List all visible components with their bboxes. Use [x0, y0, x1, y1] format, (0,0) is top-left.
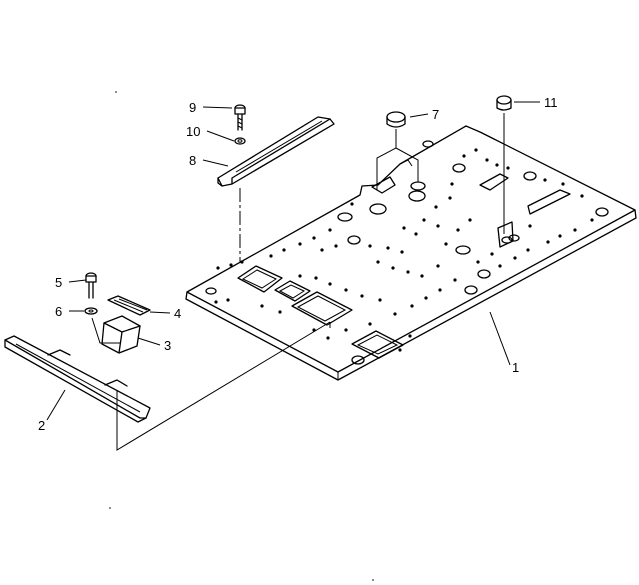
callout-labels: 1 2 3 4 5 6 7 8 9 10 11	[38, 95, 558, 433]
leader-lines	[46, 101, 540, 421]
upper-bracket	[217, 116, 335, 187]
cutout-front	[351, 330, 404, 359]
floor-plate	[185, 125, 637, 381]
upper-bolt	[234, 104, 246, 131]
callout-4: 4	[174, 306, 181, 321]
callout-1: 1	[512, 360, 519, 375]
cutout-large	[291, 291, 353, 326]
cutout-mid	[274, 280, 311, 302]
callout-2: 2	[38, 418, 45, 433]
callout-11: 11	[544, 95, 558, 110]
lower-bolt	[85, 272, 97, 299]
callout-3: 3	[164, 338, 171, 353]
plug-7	[386, 111, 406, 128]
callout-5: 5	[55, 275, 62, 290]
callout-6: 6	[55, 304, 62, 319]
callout-10: 10	[186, 124, 200, 139]
callout-7: 7	[432, 107, 439, 122]
upper-washer	[234, 137, 246, 145]
callout-9: 9	[189, 100, 196, 115]
cutout-left	[237, 265, 283, 293]
plug-7b	[410, 181, 426, 191]
lower-washer	[84, 307, 98, 315]
plug-11	[496, 95, 512, 111]
plate-bracket-right	[527, 189, 571, 215]
bolt-hole-pattern	[214, 148, 594, 352]
rubber-pad	[107, 295, 151, 316]
mounting-block	[101, 315, 141, 354]
callout-8: 8	[189, 153, 196, 168]
